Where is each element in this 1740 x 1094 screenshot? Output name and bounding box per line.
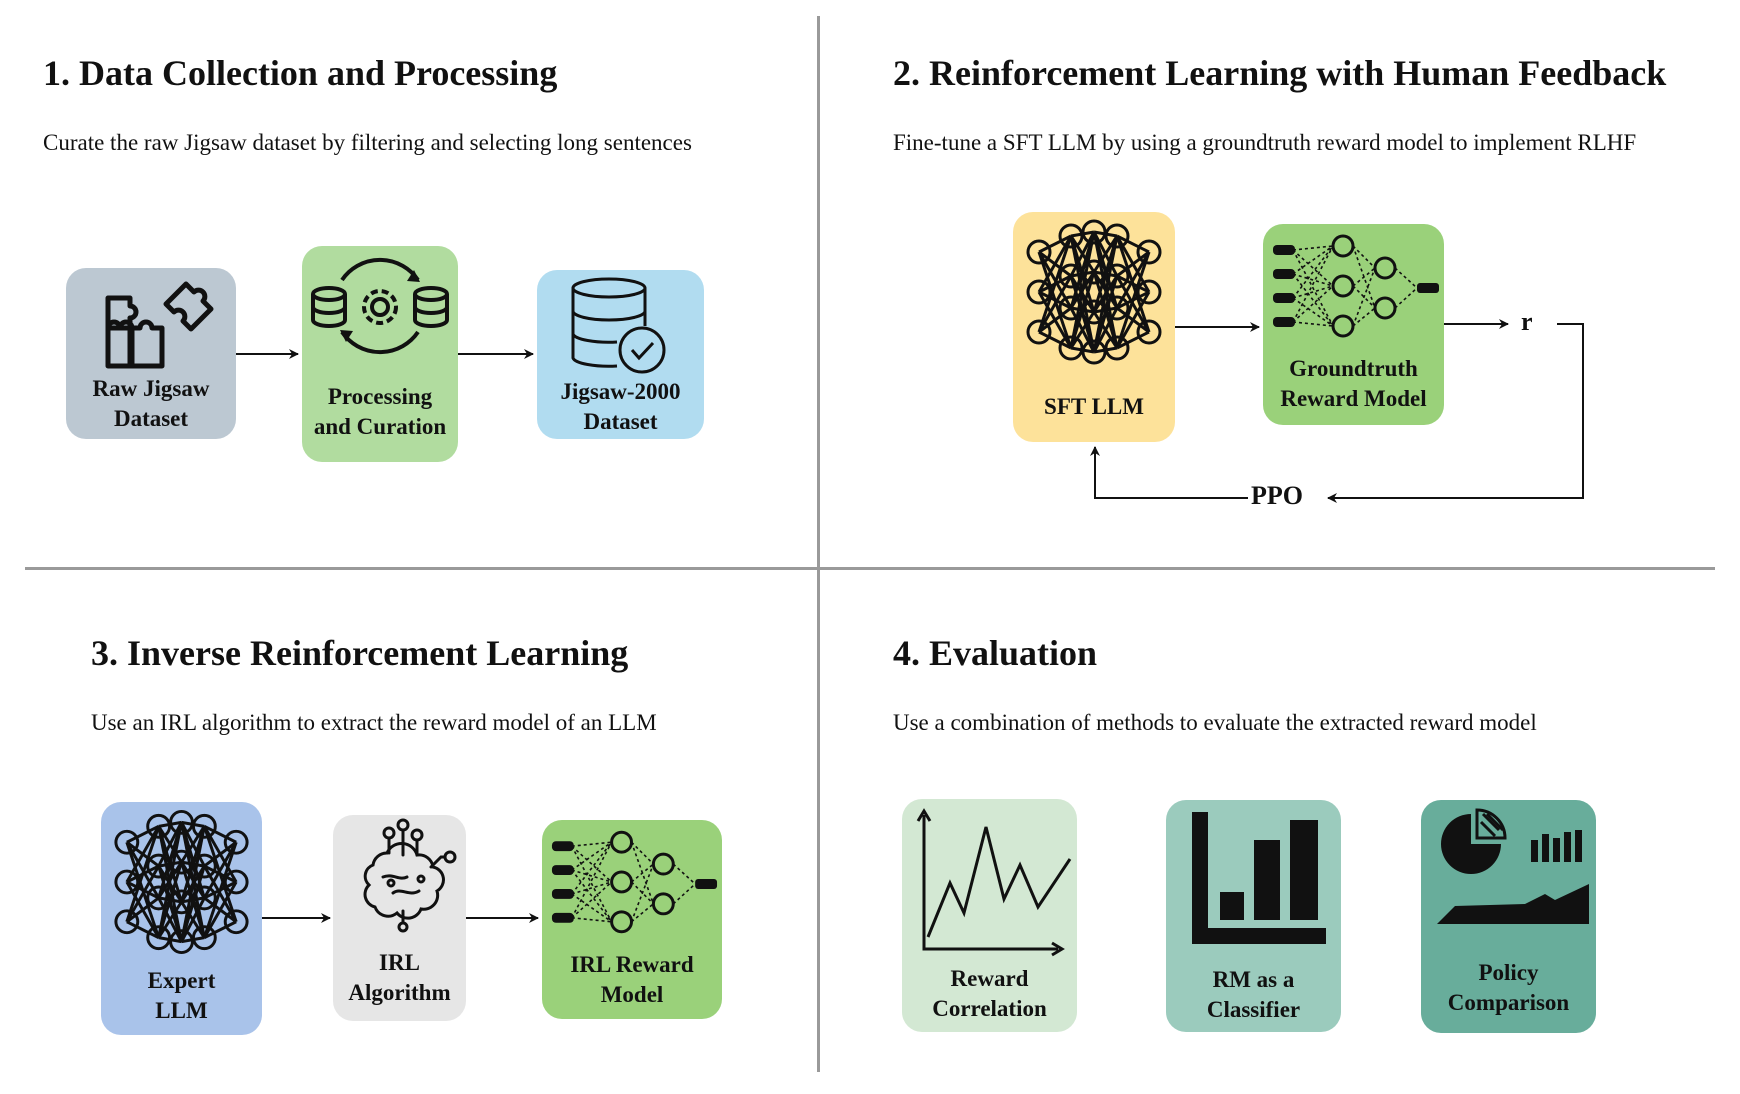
ppo-label: PPO [1251, 481, 1303, 510]
raw-jigsaw-dataset-label: Raw Jigsaw Dataset [66, 374, 236, 434]
irl-reward-line2: Model [600, 982, 664, 1007]
groundtruth-reward-model-box: Groundtruth Reward Model [1263, 224, 1444, 425]
reward-signal-label: r [1521, 307, 1533, 336]
jigsaw-2000-label: Jigsaw-2000 Dataset [537, 377, 704, 437]
vertical-divider [817, 16, 820, 1072]
processing-curation-box: Processing and Curation [302, 246, 458, 462]
irl-algorithm-line1: IRL [379, 950, 420, 975]
groundtruth-line1: Groundtruth [1289, 356, 1418, 381]
section-2-title: 2. Reinforcement Learning with Human Fee… [893, 53, 1667, 93]
irl-reward-line1: IRL Reward [570, 952, 694, 977]
horizontal-divider [25, 567, 1715, 570]
expert-llm-box: Expert LLM [101, 802, 262, 1035]
groundtruth-reward-label: Groundtruth Reward Model [1263, 354, 1444, 414]
section-2-subtitle: Fine-tune a SFT LLM by using a groundtru… [893, 130, 1637, 155]
policy-comparison-box: Policy Comparison [1421, 800, 1596, 1033]
processing-curation-label: Processing and Curation [302, 382, 458, 442]
raw-jigsaw-dataset-box: Raw Jigsaw Dataset [66, 268, 236, 439]
section-3-subtitle: Use an IRL algorithm to extract the rewa… [91, 710, 657, 735]
expert-llm-label: Expert LLM [101, 966, 262, 1026]
groundtruth-line2: Reward Model [1280, 386, 1427, 411]
sft-llm-line1: SFT LLM [1044, 394, 1144, 419]
irl-reward-model-label: IRL Reward Model [542, 950, 722, 1010]
jigsaw-2000-line2: Dataset [583, 409, 658, 434]
section-3-title: 3. Inverse Reinforcement Learning [91, 633, 629, 673]
policy-comparison-label: Policy Comparison [1421, 958, 1596, 1018]
expert-llm-line1: Expert [147, 968, 216, 993]
processing-line1: Processing [327, 384, 433, 409]
reward-correlation-line2: Correlation [932, 996, 1047, 1021]
sft-llm-label: SFT LLM [1013, 392, 1175, 422]
rm-classifier-label: RM as a Classifier [1166, 965, 1341, 1025]
section-1-subtitle: Curate the raw Jigsaw dataset by filteri… [43, 130, 692, 155]
jigsaw-2000-dataset-box: Jigsaw-2000 Dataset [537, 270, 704, 439]
rm-classifier-line1: RM as a [1212, 967, 1295, 992]
policy-comparison-line1: Policy [1478, 960, 1539, 985]
section-4-title: 4. Evaluation [893, 633, 1098, 673]
expert-llm-line2: LLM [155, 998, 208, 1023]
irl-reward-model-box: IRL Reward Model [542, 820, 722, 1019]
irl-algorithm-line2: Algorithm [348, 980, 451, 1005]
rm-classifier-box: RM as a Classifier [1166, 800, 1341, 1032]
reward-correlation-label: Reward Correlation [902, 964, 1077, 1024]
jigsaw-2000-line1: Jigsaw-2000 [560, 379, 681, 404]
processing-line2: and Curation [313, 414, 447, 439]
sft-llm-box: SFT LLM [1013, 212, 1175, 442]
reward-correlation-line1: Reward [950, 966, 1029, 991]
rm-classifier-line2: Classifier [1206, 997, 1301, 1022]
irl-algorithm-box: IRL Algorithm [333, 815, 466, 1021]
policy-comparison-line2: Comparison [1447, 990, 1570, 1015]
section-4-subtitle: Use a combination of methods to evaluate… [893, 710, 1537, 735]
irl-algorithm-label: IRL Algorithm [333, 948, 466, 1008]
reward-correlation-box: Reward Correlation [902, 799, 1077, 1032]
raw-jigsaw-line1: Raw Jigsaw [92, 376, 210, 401]
section-1-title: 1. Data Collection and Processing [43, 53, 558, 93]
raw-jigsaw-line2: Dataset [113, 406, 189, 431]
